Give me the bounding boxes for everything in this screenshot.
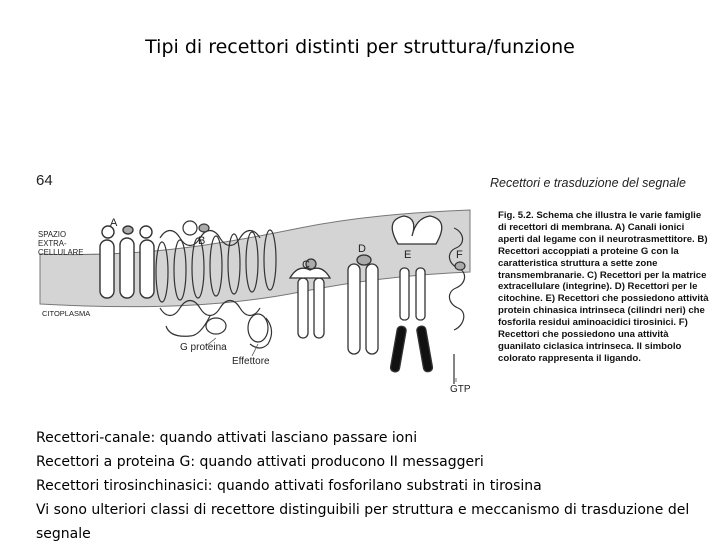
label-d: D <box>358 243 366 255</box>
caption-figure-number: Fig. 5.2. <box>498 210 534 221</box>
bullet-list: Recettori-canale: quando attivati lascia… <box>36 426 706 546</box>
label-f: F <box>456 249 463 261</box>
label-gtp: GTP <box>450 384 471 395</box>
bullet-item: Recettori tirosinchinasici: quando attiv… <box>36 478 542 494</box>
bullet-item: Recettori a proteina G: quando attivati … <box>36 454 484 470</box>
integrin-c <box>288 258 332 339</box>
label-g-protein: G proteina <box>180 342 227 353</box>
slide-title: Tipi di recettori distinti per struttura… <box>145 36 575 58</box>
running-head: Recettori e trasduzione del segnale <box>490 176 686 190</box>
bullet-item: Recettori-canale: quando attivati lascia… <box>36 430 418 446</box>
bullet-item: Vi sono ulteriori classi di recettore di… <box>36 502 690 542</box>
g-protein-effector <box>205 313 269 343</box>
caption-text: Schema che illustra le varie famiglie di… <box>498 210 709 364</box>
cytokine-receptor-d <box>347 254 379 355</box>
figure-caption: Fig. 5.2. Schema che illustra le varie f… <box>498 210 710 365</box>
label-e: E <box>404 249 411 261</box>
tyrosine-kinase-e <box>389 215 443 373</box>
label-effector: Effettore <box>232 356 270 367</box>
ion-channel-a <box>99 225 155 299</box>
label-a: A <box>110 217 118 229</box>
label-c: C <box>302 259 310 271</box>
scanned-figure: 64 Recettori e trasduzione del segnale <box>30 168 710 404</box>
label-b: B <box>198 235 205 247</box>
gpcr-b <box>155 220 277 349</box>
page-number: 64 <box>36 172 53 189</box>
guanylate-cyclase-f <box>448 227 466 384</box>
label-cytoplasm: CITOPLASMA <box>42 309 90 318</box>
label-extracellular: SPAZIO EXTRA-CELLULARE <box>38 230 84 257</box>
receptor-diagram: A B C D E F SPAZIO EXTRA-CELLULARE CITOP… <box>38 209 471 395</box>
